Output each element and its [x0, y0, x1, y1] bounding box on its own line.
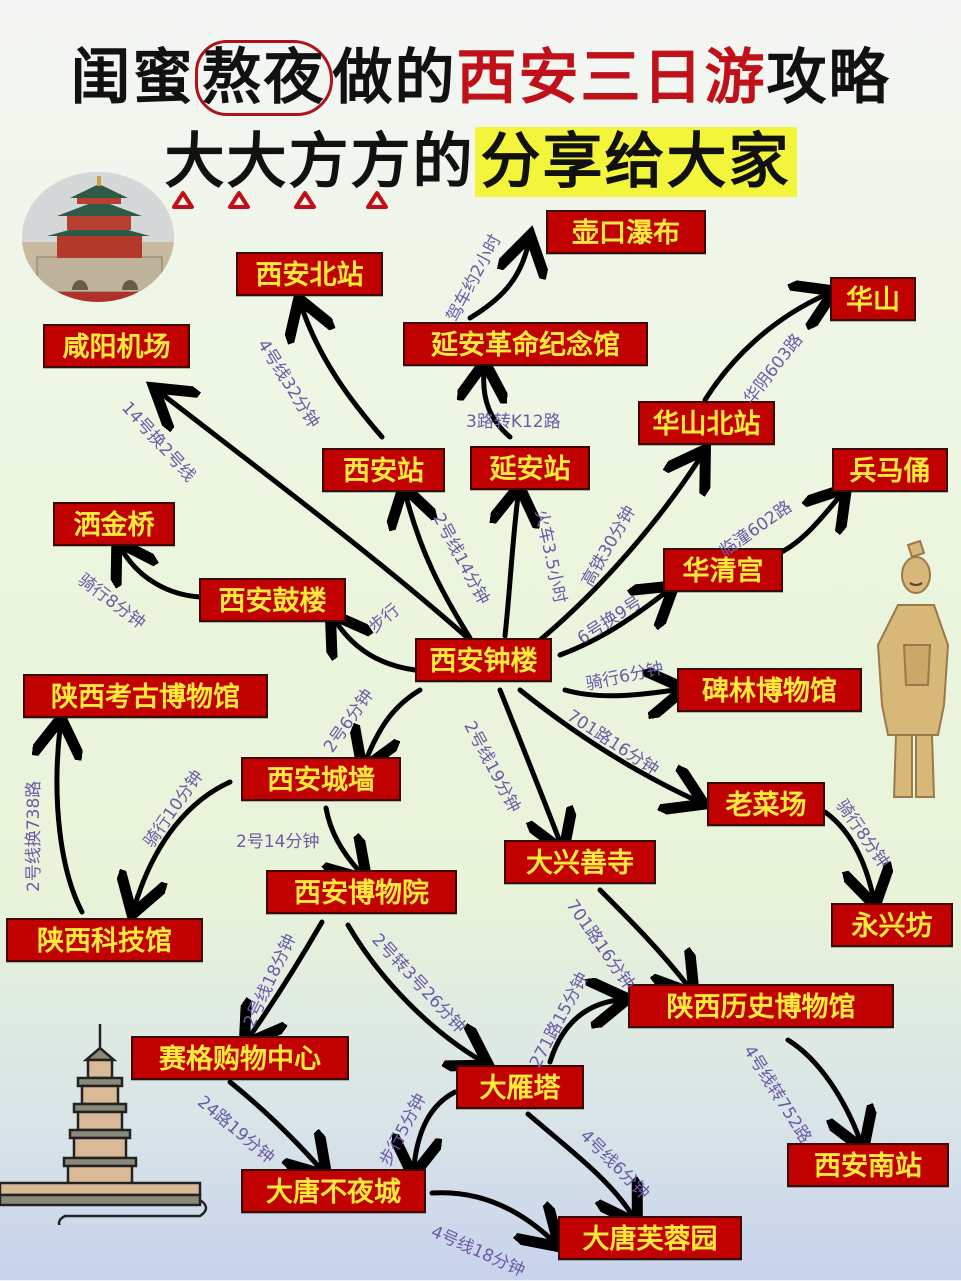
node-shaanxi-archaeology-museum[interactable]: 陕西考古博物馆: [23, 674, 268, 718]
node-sajinqiao[interactable]: 洒金桥: [53, 502, 175, 546]
title-text: 大大方方的: [164, 127, 475, 197]
bell-tower-photo: [22, 172, 174, 302]
node-beilin-museum[interactable]: 碑林博物馆: [677, 668, 862, 712]
decorative-triangles: [172, 191, 388, 209]
node-xian-station[interactable]: 西安站: [322, 448, 445, 492]
node-shaanxi-science-museum[interactable]: 陕西科技馆: [6, 918, 203, 962]
title-red-text: 西安三日游: [456, 43, 767, 113]
title-circled-text: 熬夜: [194, 40, 333, 116]
triangle-icon: [228, 191, 250, 209]
title-line-1: 闺蜜熬夜做的西安三日游攻略: [0, 38, 961, 118]
title-line-2: 大大方方的分享给大家: [0, 122, 961, 202]
node-drum-tower[interactable]: 西安鼓楼: [199, 578, 346, 622]
triangle-icon: [294, 191, 316, 209]
node-xian-museum[interactable]: 西安博物院: [266, 870, 457, 914]
route-label: 2号14分钟: [236, 832, 320, 852]
node-terracotta-army[interactable]: 兵马俑: [832, 448, 948, 492]
node-yongxingfang[interactable]: 永兴坊: [831, 903, 953, 947]
terracotta-warrior-illustration: [868, 535, 958, 805]
node-datang-furong-garden[interactable]: 大唐芙蓉园: [558, 1216, 742, 1260]
node-big-wild-goose-pagoda[interactable]: 大雁塔: [456, 1065, 584, 1109]
triangle-icon: [366, 191, 388, 209]
node-xian-south-station[interactable]: 西安南站: [787, 1143, 949, 1187]
node-hukou-waterfall[interactable]: 壶口瀑布: [546, 210, 706, 254]
triangle-icon: [172, 191, 194, 209]
node-datang-everbright-city[interactable]: 大唐不夜城: [241, 1169, 426, 1213]
node-bell-tower[interactable]: 西安钟楼: [415, 638, 552, 682]
node-shaanxi-history-museum[interactable]: 陕西历史博物馆: [628, 984, 894, 1028]
node-saige-mall[interactable]: 赛格购物中心: [131, 1036, 349, 1080]
route-label: 3路转K12路: [466, 412, 561, 432]
title-text: 做的: [332, 43, 457, 113]
route-label: 2号线换738路: [24, 780, 44, 892]
title-text: 闺蜜: [70, 43, 195, 113]
giant-wild-goose-pagoda-illustration: [0, 1020, 215, 1234]
title-text: 攻略: [766, 43, 891, 113]
title-highlight-text: 分享给大家: [474, 127, 797, 197]
node-xianyang-airport[interactable]: 咸阳机场: [43, 324, 190, 368]
node-xian-north-station[interactable]: 西安北站: [236, 252, 383, 296]
node-yanan-station[interactable]: 延安站: [470, 446, 590, 490]
node-city-wall[interactable]: 西安城墙: [241, 757, 401, 801]
node-daxingshan-temple[interactable]: 大兴善寺: [504, 840, 656, 884]
node-huashan[interactable]: 华山: [830, 277, 916, 321]
node-laocaichang[interactable]: 老菜场: [707, 782, 825, 826]
node-yanan-revolution-museum[interactable]: 延安革命纪念馆: [403, 322, 648, 366]
node-huaqing-palace[interactable]: 华清宫: [663, 548, 783, 592]
node-huashan-north-station[interactable]: 华山北站: [638, 401, 775, 445]
